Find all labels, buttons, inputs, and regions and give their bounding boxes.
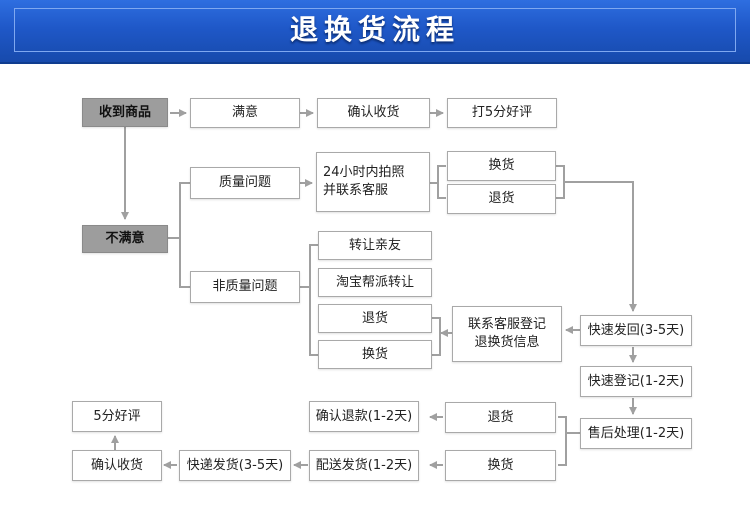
node-after-sales: 售后处理(1-2天) bbox=[580, 418, 692, 449]
node-contact-register: 联系客服登记 退换货信息 bbox=[452, 306, 562, 362]
node-quality-issue: 质量问题 bbox=[190, 167, 300, 199]
node-express-register: 快速登记(1-2天) bbox=[580, 366, 692, 397]
node-photo-24h: 24小时内拍照 并联系客服 bbox=[316, 152, 430, 212]
bracket-issue-types bbox=[179, 182, 190, 288]
node-delivery-ship: 配送发货(1-2天) bbox=[309, 450, 419, 481]
node-courier-ship: 快递发货(3-5天) bbox=[179, 450, 291, 481]
bracket-return-exchange bbox=[432, 317, 441, 356]
node-confirm-receipt-top: 确认收货 bbox=[317, 98, 430, 128]
bracket-final-options bbox=[558, 416, 567, 466]
bracket-quality-options bbox=[437, 165, 446, 199]
node-unsatisfied: 不满意 bbox=[82, 225, 168, 253]
node-exchange-quality: 换货 bbox=[447, 151, 556, 181]
node-return-quality: 退货 bbox=[447, 184, 556, 214]
node-received: 收到商品 bbox=[82, 98, 168, 127]
node-rate-5-bottom: 5分好评 bbox=[72, 401, 162, 432]
node-return-final: 退货 bbox=[445, 402, 556, 433]
page-title: 退换货流程 bbox=[289, 13, 460, 46]
bracket-nonquality-options bbox=[309, 244, 318, 356]
node-transfer-friends: 转让亲友 bbox=[318, 231, 432, 260]
node-return-nonquality: 退货 bbox=[318, 304, 432, 333]
node-confirm-refund: 确认退款(1-2天) bbox=[309, 401, 419, 432]
node-rate-5-top: 打5分好评 bbox=[447, 98, 557, 128]
node-non-quality-issue: 非质量问题 bbox=[190, 271, 300, 303]
bracket-to-send-back bbox=[556, 165, 565, 199]
node-exchange-final: 换货 bbox=[445, 450, 556, 481]
node-taobao-transfer: 淘宝帮派转让 bbox=[318, 268, 432, 297]
node-satisfied: 满意 bbox=[190, 98, 300, 128]
title-banner bbox=[0, 0, 750, 64]
node-confirm-receipt-bottom: 确认收货 bbox=[72, 450, 162, 481]
arrow-to-send-back bbox=[564, 181, 637, 312]
node-express-send-back: 快速发回(3-5天) bbox=[580, 315, 692, 346]
banner-frame bbox=[14, 8, 736, 52]
node-exchange-nonquality: 换货 bbox=[318, 340, 432, 369]
